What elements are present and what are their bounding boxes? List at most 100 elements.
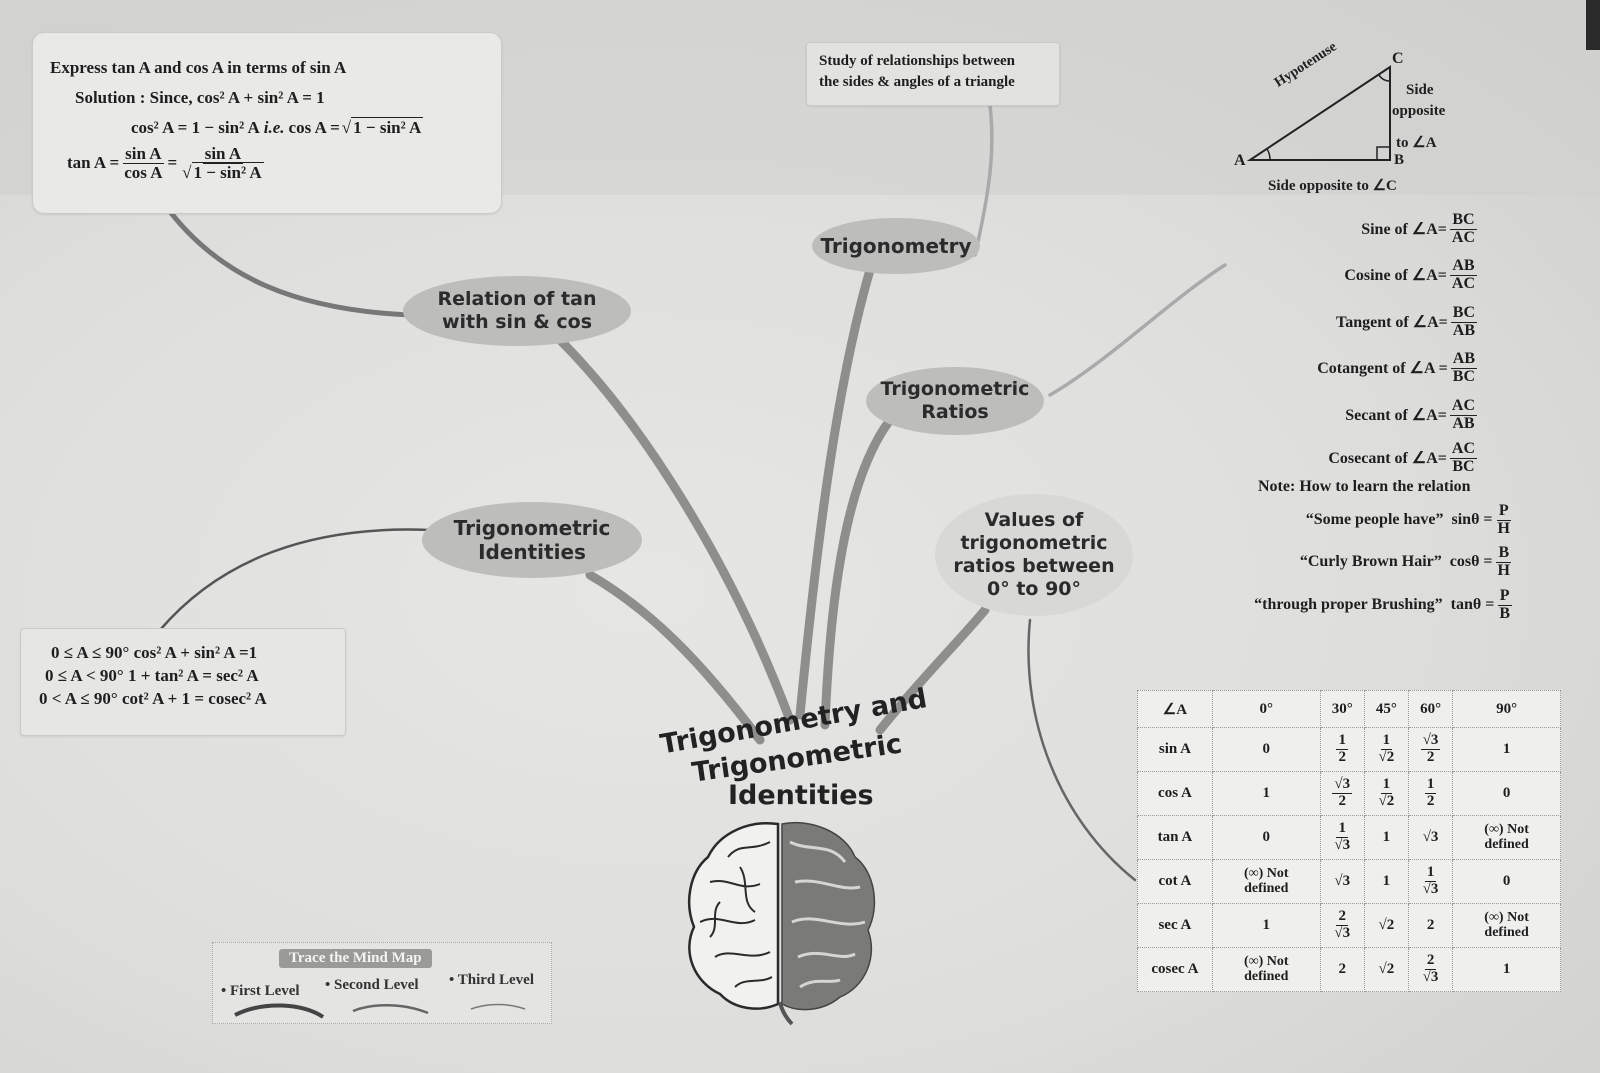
header-angle-2: 30° <box>1319 690 1365 728</box>
side-opposite-a-line1: Side <box>1406 82 1434 98</box>
denominator: √3 <box>1334 837 1351 853</box>
legend-box: Trace the Mind Map • First Level • Secon… <box>212 942 552 1024</box>
tan-den-2: √1 − sin² A <box>182 161 264 182</box>
denominator: √2 <box>1378 793 1395 809</box>
denominator: 2 <box>1338 793 1346 809</box>
denominator: B <box>1499 604 1510 622</box>
cos-eq: cos A = <box>288 117 340 137</box>
numerator: P <box>1497 587 1512 606</box>
numerator: AB <box>1450 350 1477 369</box>
tan-num-1: sin A <box>123 144 164 164</box>
value-cell: (∞) Not defined <box>1211 947 1321 992</box>
note-phrase: “Some people have” <box>1305 511 1444 529</box>
numerator: AC <box>1449 397 1477 416</box>
bubble-values: Values of trigonometric ratios between 0… <box>935 494 1133 616</box>
denominator: 2 <box>1426 749 1435 765</box>
branch-ratios-main <box>820 415 895 730</box>
branch-trig-main <box>795 265 875 720</box>
denominator: √3 <box>1334 925 1351 941</box>
numerator: 2 <box>1424 952 1437 970</box>
value-cell: √2 <box>1363 947 1409 992</box>
branch-values-main <box>875 605 990 735</box>
legend-title: Trace the Mind Map <box>279 949 432 968</box>
denominator: 2 <box>1426 793 1435 809</box>
numerator: √3 <box>1332 776 1353 794</box>
row-function: tan A <box>1137 815 1213 860</box>
example-cos-line: cos² A = 1 − sin² A i.e. cos A = √1 − si… <box>131 117 424 137</box>
numerator: AC <box>1449 440 1477 459</box>
brain-folds-left <box>699 841 773 988</box>
definition-line-2: the sides & angles of a triangle <box>819 74 1015 90</box>
denominator: BC <box>1452 367 1475 385</box>
brain-left-hemisphere <box>687 822 780 1010</box>
denominator: √3 <box>1422 969 1439 985</box>
cell-fraction: 2√3 <box>1421 952 1441 986</box>
value-cell: 0 <box>1452 859 1561 904</box>
center-title: Trigonometry and Trigonometric Identitie… <box>650 683 950 820</box>
value-cell: 0 <box>1452 771 1561 816</box>
example-solution-line: Solution : Since, cos² A + sin² A = 1 <box>75 88 325 107</box>
brain-illustration <box>687 821 876 1026</box>
cell-fraction: 1√3 <box>1421 864 1441 898</box>
note-function: sinθ = <box>1451 511 1493 529</box>
cell-fraction: 2√3 <box>1332 908 1352 942</box>
denominator: H <box>1497 519 1510 537</box>
identities-box: 0 ≤ A ≤ 90° cos² A + sin² A =1 0 ≤ A < 9… <box>20 628 346 736</box>
note-phrase: “Curly Brown Hair” <box>1299 553 1442 571</box>
value-cell: 1 <box>1363 859 1409 904</box>
tan-eq: = <box>167 153 178 173</box>
branch-values-table <box>1027 618 1137 882</box>
numerator: P <box>1496 502 1511 521</box>
value-cell: √2 <box>1363 903 1409 948</box>
side-opposite-a-line3: to ∠A <box>1396 135 1437 151</box>
numerator: B <box>1496 544 1512 563</box>
triangle-vertex-c: C <box>1392 50 1404 67</box>
bubble-ratios: Trigonometric Ratios <box>866 367 1044 435</box>
header-angle-1: 0° <box>1211 690 1321 728</box>
value-cell: 1 <box>1211 903 1321 948</box>
numerator: 1 <box>1380 732 1393 750</box>
definition-line-1: Study of relationships between <box>819 53 1015 69</box>
value-cell: 2 <box>1319 947 1365 992</box>
numerator: 2 <box>1336 908 1348 926</box>
branch-ratios-triangle <box>1048 263 1227 397</box>
denominator: AC <box>1451 228 1475 246</box>
bubble-trigonometry: Trigonometry <box>812 218 980 274</box>
value-cell: √3 <box>1319 859 1365 904</box>
header-angle-4: 60° <box>1407 690 1454 728</box>
denominator: BC <box>1452 457 1475 475</box>
numerator: BC <box>1450 304 1477 323</box>
tan-den-1: cos A <box>124 162 163 182</box>
row-function: cot A <box>1137 859 1213 904</box>
value-cell: 2√3 <box>1319 903 1365 948</box>
brain-right-hemisphere <box>781 821 876 1011</box>
value-cell: 0 <box>1211 727 1321 772</box>
numerator: 1 <box>1336 820 1348 838</box>
denominator: AB <box>1452 321 1475 339</box>
value-cell: (∞) Not defined <box>1452 903 1561 948</box>
branch-identities-main <box>585 570 765 745</box>
denominator: √3 <box>1422 881 1439 897</box>
value-cell: (∞) Not defined <box>1211 859 1321 904</box>
denominator: AC <box>1451 274 1475 292</box>
